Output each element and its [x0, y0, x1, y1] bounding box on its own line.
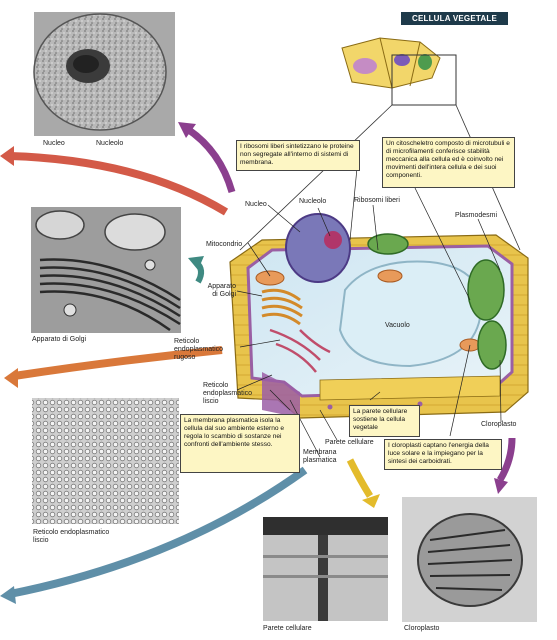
note-ribosomi: I ribosomi liberi sintetizzano le protei…	[236, 140, 360, 171]
micro-label-ser: Reticolo endoplasmatico liscio	[33, 529, 110, 544]
chloroplast-micrograph	[402, 497, 537, 622]
note-cloroplasti: I cloroplasti captano l'energia della lu…	[384, 439, 502, 470]
label-rer: Reticolo endoplasmatico rugoso	[174, 338, 224, 361]
smooth-er-micrograph	[32, 398, 179, 524]
label-vacuolo: Vacuolo	[385, 322, 410, 329]
label-ser: Reticolo endoplasmatico liscio	[203, 382, 253, 405]
label-golgi: Apparato di Golgi	[207, 283, 236, 298]
note-citoscheletro: Un citoscheletro composto di microtubuli…	[382, 137, 515, 188]
micro-label-cell-wall: Parete cellulare	[263, 625, 312, 632]
golgi-micrograph	[31, 207, 181, 333]
plant-cell	[229, 213, 529, 419]
label-nucleo: Nucleo	[245, 201, 267, 208]
label-cloroplasto: Cloroplasto	[481, 421, 517, 428]
yellow-arrow	[346, 458, 380, 508]
nucleus-micrograph	[33, 12, 175, 136]
micro-label-golgi: Apparato di Golgi	[32, 336, 87, 343]
red-arrow	[0, 146, 229, 216]
blue-arrow	[0, 466, 308, 604]
diagram-title: CELLULA VEGETALE	[401, 12, 508, 25]
label-parete: Parete cellulare	[325, 439, 374, 446]
label-mitocondrio: Mitocondrio	[206, 241, 243, 248]
note-parete: La parete cellulare sostiene la cellula …	[349, 405, 420, 437]
note-membrana: La membrana plasmatica isola la cellula …	[180, 414, 300, 473]
cell-wall-micrograph	[263, 517, 388, 621]
micro-label-nucleo: Nucleo	[43, 140, 65, 147]
teal-arrow	[188, 256, 204, 284]
leader-lines	[236, 167, 502, 458]
label-membrana: Membrana plasmatica	[303, 449, 337, 464]
orange-arrow	[4, 346, 223, 388]
label-nucleolo: Nucleolo	[299, 198, 327, 205]
label-plasmodesmi: Plasmodesmi	[455, 212, 498, 219]
purple-arrow-2	[494, 437, 516, 494]
micro-label-chloroplast: Cloroplasto	[404, 625, 440, 632]
label-ribosomi: Ribosomi liberi	[354, 197, 400, 204]
micro-label-nucleolo: Nucleolo	[96, 140, 124, 147]
purple-arrow	[178, 122, 236, 193]
